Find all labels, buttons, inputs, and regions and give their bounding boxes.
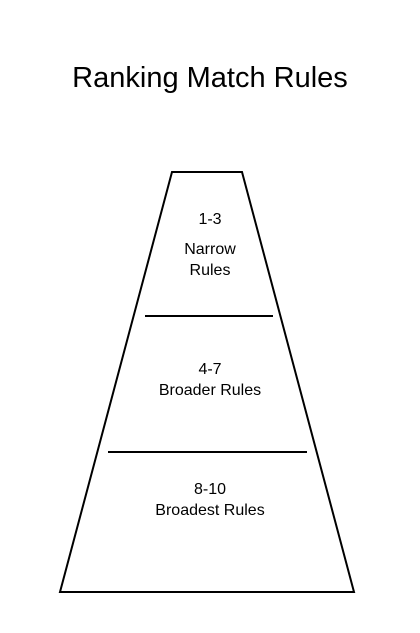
tier-1-range: 1-3 <box>198 211 222 228</box>
tier-3-label: Broadest Rules <box>155 502 265 519</box>
diagram-title: Ranking Match Rules <box>72 62 348 94</box>
tier-3-range: 8-10 <box>193 481 227 498</box>
tier-1-label-line2: Rules <box>189 262 231 279</box>
tier-1-label-line1: Narrow <box>184 241 236 258</box>
tier-2-label: Broader Rules <box>158 382 262 399</box>
tier-2-range: 4-7 <box>198 361 222 378</box>
pyramid-outline <box>58 171 356 593</box>
